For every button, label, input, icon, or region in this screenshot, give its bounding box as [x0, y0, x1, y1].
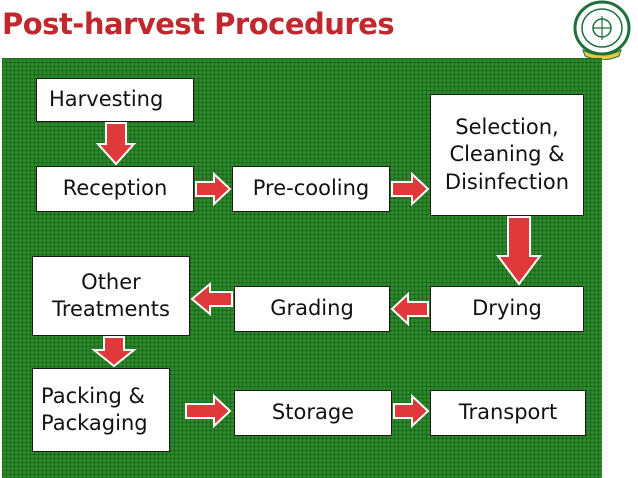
step-drying-label: Drying	[472, 296, 542, 321]
arrow-down-selection-to-drying	[496, 216, 542, 286]
step-storage: Storage	[234, 390, 392, 436]
step-other-treatments: Other Treatments	[32, 256, 190, 336]
university-seal-icon	[573, 0, 631, 60]
arrow-right-precooling-to-selection	[391, 171, 430, 207]
step-grading-label: Grading	[270, 296, 354, 321]
arrow-down-other-treatments-to-packing	[91, 336, 137, 368]
arrow-left-grading-to-other-treatments	[190, 281, 233, 317]
arrow-down-harvesting-to-reception	[95, 122, 137, 166]
page-title: Post-harvest Procedures	[2, 7, 395, 41]
step-other-treatments-label: Other Treatments	[52, 269, 170, 321]
step-transport: Transport	[430, 390, 586, 436]
step-transport-label: Transport	[458, 400, 558, 425]
step-storage-label: Storage	[271, 400, 355, 425]
step-reception: Reception	[36, 166, 194, 212]
step-precooling: Pre-cooling	[232, 166, 390, 212]
step-reception-label: Reception	[62, 176, 168, 201]
step-harvesting-label: Harvesting	[49, 87, 164, 112]
step-harvesting: Harvesting	[36, 78, 194, 122]
arrow-right-reception-to-precooling	[195, 171, 232, 207]
arrow-right-packing-to-storage	[185, 393, 232, 429]
step-selection-cleaning-disinfection: Selection, Cleaning & Disinfection	[430, 94, 584, 216]
arrow-left-drying-to-grading	[390, 291, 429, 327]
step-grading: Grading	[234, 286, 390, 332]
step-drying: Drying	[430, 286, 584, 332]
step-selection-label: Selection, Cleaning & Disinfection	[444, 115, 570, 194]
step-precooling-label: Pre-cooling	[252, 176, 370, 201]
step-packing-packaging: Packing & Packaging	[32, 368, 170, 452]
arrow-right-storage-to-transport	[393, 393, 430, 429]
step-packing-label: Packing & Packaging	[41, 383, 148, 435]
